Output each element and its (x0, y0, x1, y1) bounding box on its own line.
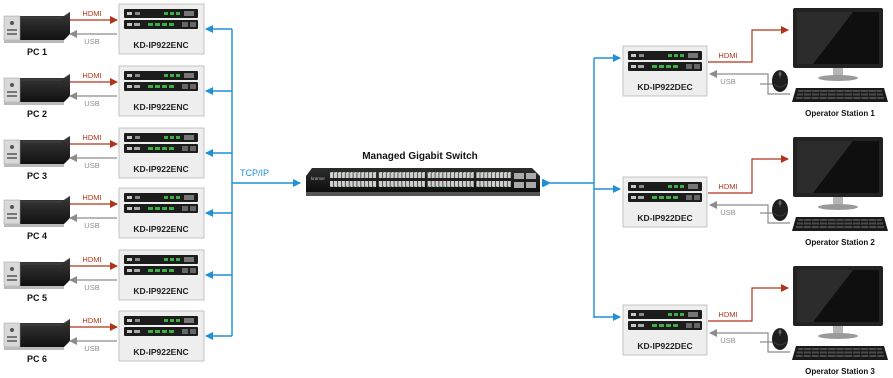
source-row-1: PC 1 HDMI USB KD-IP922ENC (3, 3, 232, 57)
hdmi-label: HDMI (82, 193, 101, 202)
pc-label: PC 5 (27, 293, 47, 303)
tcp-ip-label: TCP/IP (240, 168, 269, 178)
source-row-6: PC 6 HDMI USB KD-IP922ENC (3, 310, 232, 364)
hdmi-label: HDMI (82, 133, 101, 142)
hdmi-label: HDMI (718, 51, 737, 60)
hdmi-label: HDMI (82, 255, 101, 264)
switch-brand-logo: kramer (311, 176, 326, 181)
hdmi-label: HDMI (82, 9, 101, 18)
managed-gigabit-switch: Managed Gigabit Switch kramer (306, 151, 540, 196)
encoder-model-label: KD-IP922ENC (133, 286, 188, 296)
pc-computer-icon (3, 11, 71, 44)
encoder-model-label: KD-IP922ENC (133, 224, 188, 234)
monitor-icon (793, 266, 883, 339)
encoder-model-label: KD-IP922ENC (133, 102, 188, 112)
mouse-icon (771, 327, 789, 351)
pc-computer-icon (3, 318, 71, 351)
usb-label: USB (720, 77, 735, 86)
hdmi-cable-arrow (708, 284, 789, 322)
operator-station-row-2: KD-IP922DEC HDMI USB Operator Station 2 (594, 137, 889, 247)
source-row-4: PC 4 HDMI USB KD-IP922ENC (3, 187, 232, 241)
switch-title: Managed Gigabit Switch (362, 151, 478, 162)
hdmi-cable-arrow (708, 155, 789, 194)
hdmi-cable-arrow (708, 26, 789, 63)
pc-label: PC 1 (27, 47, 47, 57)
usb-label: USB (84, 221, 99, 230)
usb-label: USB (720, 336, 735, 345)
switch-link-arrowhead (542, 179, 550, 187)
encoder-model-label: KD-IP922ENC (133, 40, 188, 50)
operator-station-label: Operator Station 2 (805, 238, 875, 247)
pc-computer-icon (3, 195, 71, 228)
source-row-5: PC 5 HDMI USB KD-IP922ENC (3, 249, 232, 303)
source-row-2: PC 2 HDMI USB KD-IP922ENC (3, 65, 232, 119)
pc-label: PC 4 (27, 231, 47, 241)
pc-computer-icon (3, 257, 71, 290)
encoder-model-label: KD-IP922ENC (133, 347, 188, 357)
hdmi-label: HDMI (82, 316, 101, 325)
pc-computer-icon (3, 73, 71, 106)
usb-label: USB (84, 161, 99, 170)
hdmi-label: HDMI (82, 71, 101, 80)
keyboard-icon (791, 87, 889, 103)
mouse-icon (771, 198, 789, 222)
pc-label: PC 2 (27, 109, 47, 119)
operator-station-label: Operator Station 3 (805, 367, 875, 376)
usb-label: USB (720, 208, 735, 217)
hdmi-label: HDMI (718, 182, 737, 191)
usb-label: USB (84, 37, 99, 46)
operator-station-row-1: KD-IP922DEC HDMI USB Operator Station 1 (594, 8, 889, 118)
decoder-model-label: KD-IP922DEC (637, 213, 692, 223)
operator-station-row-3: KD-IP922DEC HDMI USB Operator Station 3 (594, 266, 889, 376)
hdmi-label: HDMI (718, 310, 737, 319)
pc-label: PC 3 (27, 171, 47, 181)
usb-label: USB (84, 99, 99, 108)
monitor-icon (793, 8, 883, 81)
operator-station-label: Operator Station 1 (805, 109, 875, 118)
usb-label: USB (84, 344, 99, 353)
mouse-icon (771, 69, 789, 93)
pc-label: PC 6 (27, 354, 47, 364)
encoder-model-label: KD-IP922ENC (133, 164, 188, 174)
source-row-3: PC 3 HDMI USB KD-IP922ENC (3, 127, 232, 181)
pc-computer-icon (3, 135, 71, 168)
keyboard-icon (791, 345, 889, 361)
usb-label: USB (84, 283, 99, 292)
keyboard-icon (791, 216, 889, 232)
decoder-model-label: KD-IP922DEC (637, 82, 692, 92)
monitor-icon (793, 137, 883, 210)
decoder-model-label: KD-IP922DEC (637, 341, 692, 351)
